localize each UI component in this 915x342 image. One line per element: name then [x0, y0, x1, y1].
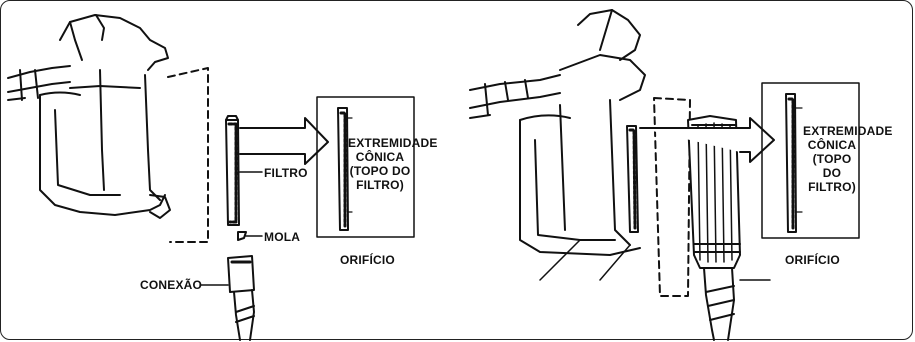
left-filter-cartridge	[225, 115, 240, 226]
right-callout-line: CÔNICA	[807, 138, 857, 152]
left-callout-line: (TOPO DO	[349, 164, 411, 178]
left-callout-line: CÔNICA	[355, 150, 405, 164]
right-callout-line: (TOPO DO	[812, 152, 852, 180]
right-filter-cartridge	[626, 125, 639, 233]
right-filter-housing-outline	[653, 97, 691, 297]
filter-label: FILTRO	[264, 166, 308, 180]
left-callout-filter	[337, 107, 353, 231]
right-filter-housing-tube	[687, 115, 771, 341]
right-callout-line: FILTRO)	[808, 180, 856, 194]
spring-label: MOLA	[264, 230, 301, 244]
right-arrow	[639, 117, 775, 163]
right-callout-filter	[785, 93, 803, 233]
left-callout-line: FILTRO)	[356, 178, 404, 192]
left-spray-gun-illustration	[7, 14, 171, 219]
fitting-label: CONEXÃO	[140, 278, 203, 292]
left-arrow	[239, 117, 329, 165]
right-orifice-label: ORIFÍCIO	[785, 253, 840, 267]
left-callout-box	[316, 96, 415, 238]
left-callout-text: EXTREMIDADE CÔNICA (TOPO DO FILTRO)	[348, 136, 438, 192]
fitting-and-hose-part	[199, 255, 255, 341]
right-callout-text: EXTREMIDADE CÔNICA (TOPO DO FILTRO)	[803, 124, 893, 194]
right-callout-box	[761, 82, 860, 239]
right-spray-gun-illustration	[469, 9, 646, 281]
left-filter-housing-outline	[167, 67, 209, 243]
spring-part	[237, 231, 263, 241]
left-orifice-label: ORIFÍCIO	[340, 253, 395, 267]
left-callout-line: EXTREMIDADE	[348, 136, 438, 150]
right-callout-line: EXTREMIDADE	[803, 124, 893, 138]
